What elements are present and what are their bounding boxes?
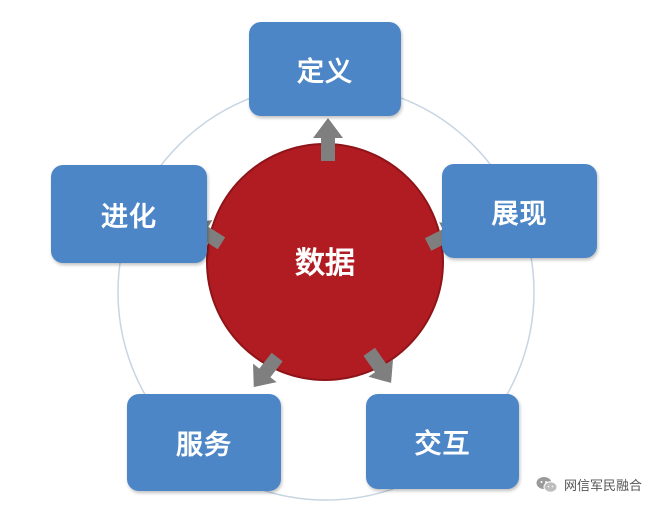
node-service-label: 服务	[176, 430, 232, 461]
arrow-to-service	[253, 352, 283, 388]
node-display: 展现	[442, 164, 597, 258]
arrow-to-define	[313, 118, 343, 161]
watermark: 网信军民融合	[536, 475, 642, 494]
arrow-to-interact	[363, 347, 394, 383]
node-define: 定义	[249, 22, 401, 116]
node-evolve-label: 进化	[101, 201, 157, 233]
watermark-text: 网信军民融合	[563, 479, 642, 494]
node-display-label: 展现	[491, 198, 548, 230]
node-service: 服务	[127, 394, 281, 491]
node-interact-label: 交互	[414, 429, 471, 460]
node-define-label: 定义	[297, 56, 353, 88]
center-label: 数据	[295, 246, 355, 281]
node-interact: 交互	[366, 394, 519, 489]
node-evolve: 进化	[51, 165, 207, 263]
wechat-icon	[536, 476, 558, 493]
